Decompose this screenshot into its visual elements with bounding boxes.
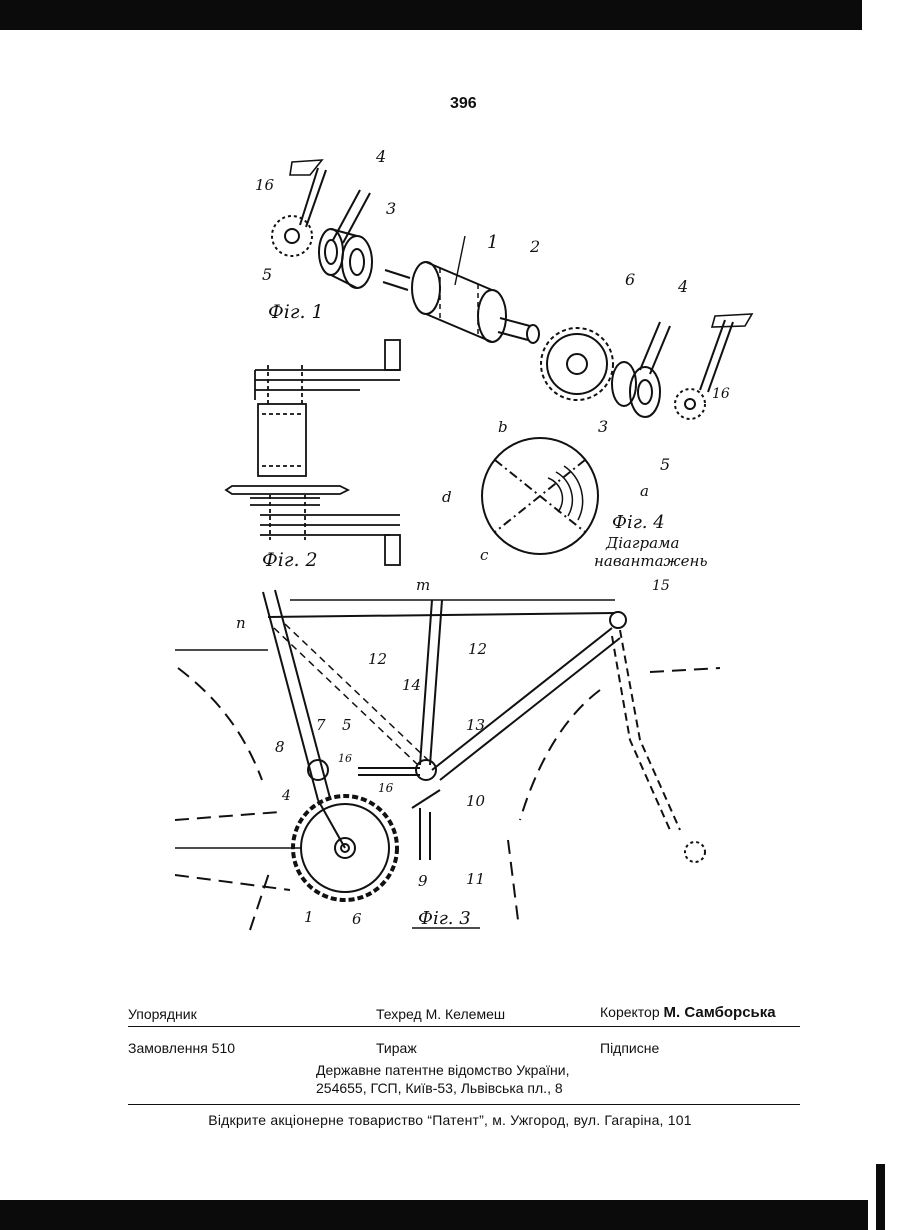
corrector-label: Коректор	[600, 1004, 660, 1020]
imprint-rule-top	[128, 1026, 800, 1027]
fig1-label: 6	[625, 270, 635, 289]
fig3-label: 16	[378, 781, 394, 795]
fig4-label: b	[498, 418, 508, 436]
fig1-label: 16	[712, 386, 730, 402]
fig3-label: 16	[338, 752, 352, 765]
corrector: Коректор М. Самборська	[600, 1004, 776, 1021]
fig2-drawing	[226, 340, 400, 565]
fig1-label: 2	[529, 237, 540, 256]
fig3-caption: Фіг. 3	[418, 908, 471, 929]
agency-line-2: 254655, ГСП, Київ-53, Львівська пл., 8	[316, 1080, 563, 1096]
fig4-label: d	[442, 488, 452, 506]
fig3-drawing	[175, 590, 720, 930]
fig1-label: 5	[262, 265, 272, 284]
fig3-label: n	[236, 614, 246, 632]
fig1-label: 3	[386, 199, 396, 218]
fig3-label: 15	[652, 578, 670, 594]
fig4-subtitle: Діаграма	[605, 534, 679, 552]
fig4-subtitle: навантажень	[594, 552, 708, 570]
fig3-label: 7	[316, 716, 326, 734]
fig4-drawing	[482, 438, 598, 554]
fig3-label: 1	[304, 908, 314, 926]
imprint-rule-bottom	[128, 1104, 800, 1105]
publisher-footer: Відкрите акціонерне товариство “Патент”,…	[0, 1112, 900, 1128]
fig1-label: 3	[598, 417, 608, 436]
patent-drawings: Фіг. 1 16 4 3 5 1 2 6 4 16 3 Фіг. 2 Фіг.…	[0, 0, 900, 1000]
fig3-label: 12	[368, 650, 387, 668]
fig1-label: 1	[487, 232, 498, 253]
fig3-label: 10	[466, 792, 486, 810]
order-number: Замовлення 510	[128, 1040, 235, 1056]
bottom-scan-bar	[0, 1200, 868, 1230]
subscription: Підписне	[600, 1040, 659, 1056]
fig3-label: 14	[402, 676, 421, 694]
fig4-label: a	[640, 482, 649, 500]
fig3-label: 8	[275, 738, 285, 756]
side-scan-mark	[876, 1164, 885, 1230]
fig4-label: c	[480, 546, 489, 564]
compiler-label: Упорядник	[128, 1006, 197, 1022]
fig3-label: 13	[466, 716, 485, 734]
fig1-caption: Фіг. 1	[268, 301, 324, 323]
fig1-label: 16	[255, 176, 275, 194]
fig2-caption: Фіг. 2	[262, 549, 318, 571]
fig3-label: m	[416, 576, 430, 594]
fig3-label: 6	[352, 910, 362, 928]
corrector-name: М. Самборська	[664, 1004, 776, 1021]
tech-editor: Техред М. Келемеш	[376, 1006, 505, 1022]
fig3-label: 4	[281, 788, 291, 804]
agency-line-1: Державне патентне відомство України,	[316, 1062, 570, 1078]
fig4-caption: Фіг. 4	[612, 512, 665, 533]
fig3-label: 5	[342, 716, 352, 734]
fig3-label: 9	[418, 872, 428, 890]
fig4-label: 5	[660, 455, 670, 474]
fig1-label: 4	[677, 277, 688, 296]
circulation: Тираж	[376, 1040, 417, 1056]
fig1-label: 4	[375, 147, 386, 166]
fig3-label: 12	[468, 640, 487, 658]
fig3-label: 11	[466, 870, 485, 888]
